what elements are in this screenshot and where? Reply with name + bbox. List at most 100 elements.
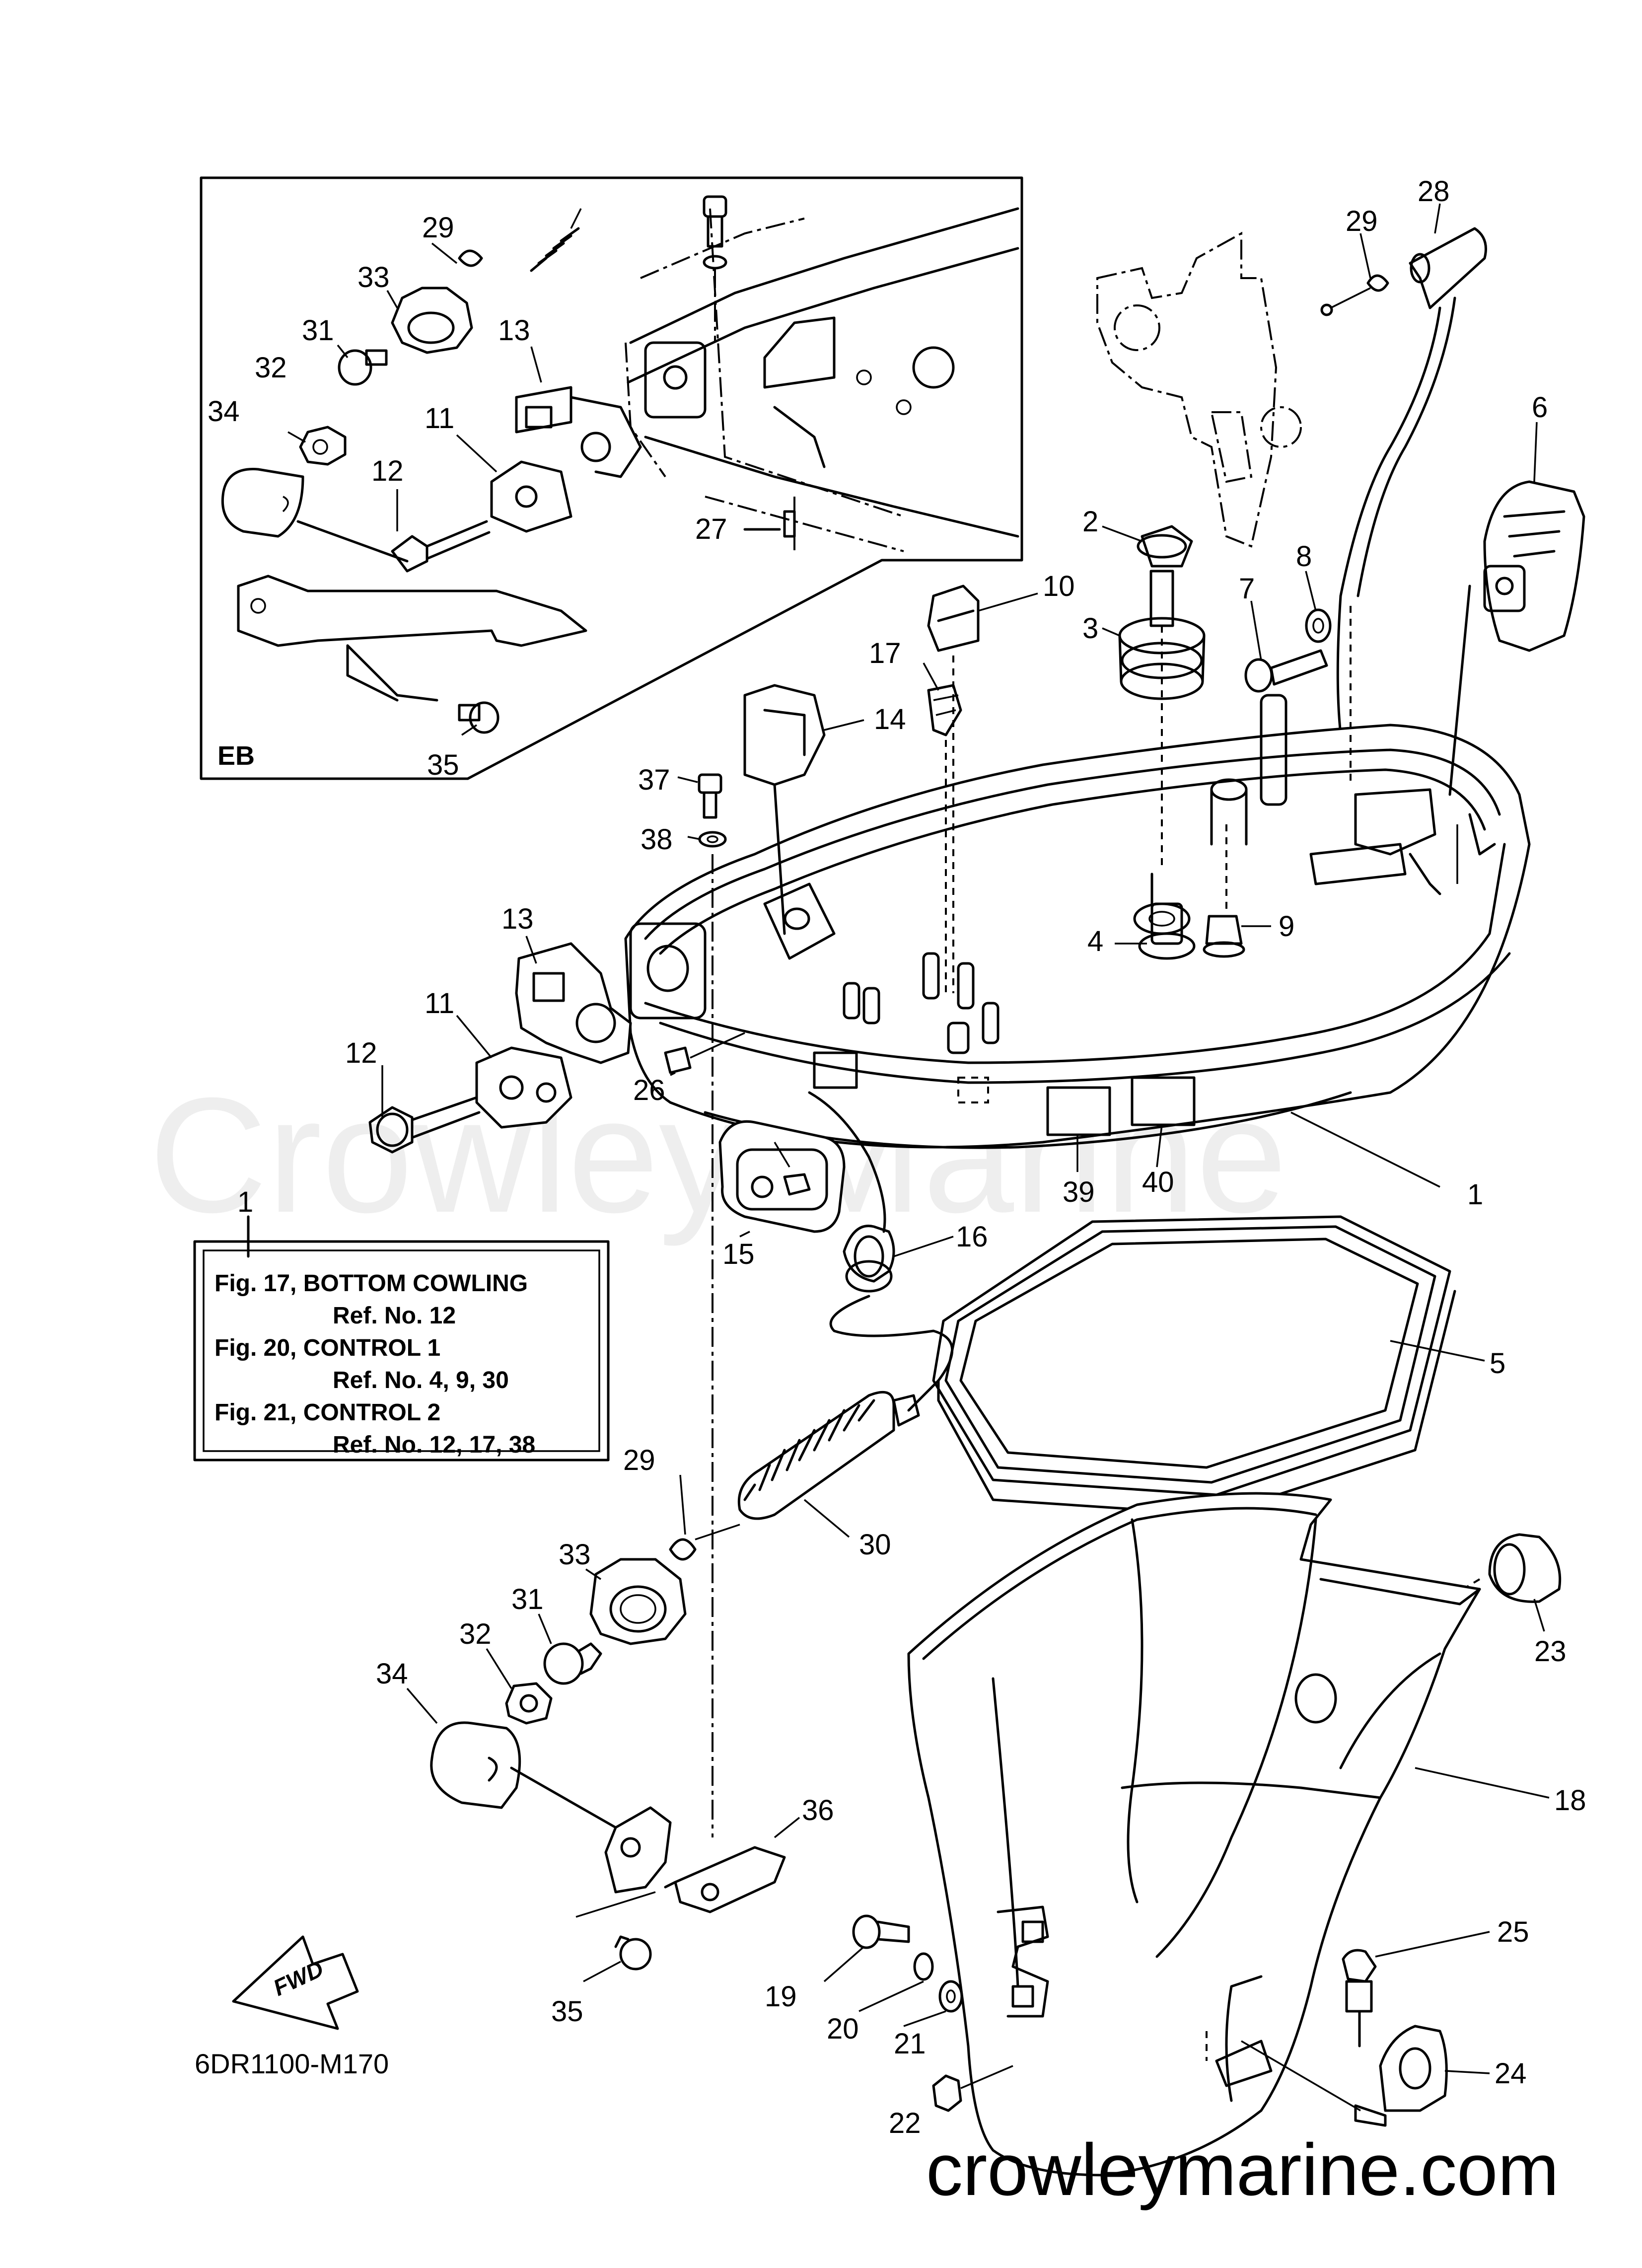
part-11 [475,1046,572,1129]
callout-labels: 28 29 6 2 8 7 3 10 17 14 37 38 13 11 12 … [345,175,1586,2139]
cable-upper [808,1091,886,1233]
part-30-boot [737,1390,920,1520]
inset-part-31 [338,349,388,386]
callout-26: 26 [633,1074,665,1106]
part-13 [515,942,632,1064]
part-33-nut [589,1558,687,1645]
note-line-5: Fig. 21, CONTROL 2 [214,1399,440,1426]
note-line-1: Fig. 17, BOTTOM COWLING [214,1270,528,1297]
callout-22: 22 [889,2107,921,2139]
callout-24: 24 [1495,2057,1527,2090]
callout-16: 16 [956,1221,988,1253]
inset-part-12 [391,520,491,573]
inset-callout-29: 29 [422,212,454,244]
callout-9: 9 [1279,910,1294,943]
part-24-clip [1241,2025,1448,2127]
callout-18: 18 [1554,1784,1586,1817]
callout-40: 40 [1142,1166,1174,1198]
callout-21: 21 [894,2028,926,2060]
inset-callout-27: 27 [695,513,727,545]
part-31-bolt [543,1642,602,1685]
callout-8: 8 [1296,540,1312,573]
inset-part-11 [490,460,572,533]
part-37-bolt [698,773,722,819]
callout-7: 7 [1239,573,1255,605]
inset-part-32 [299,426,347,466]
inset-bracket-36 [237,575,587,702]
callout-19: 19 [765,1980,797,2013]
note-line-3: Fig. 20, CONTROL 1 [214,1335,440,1361]
callout-30: 30 [859,1529,891,1561]
callout-20: 20 [827,2013,859,2045]
inset-part-34 [221,468,409,563]
callout-note-1: 1 [237,1186,253,1218]
callout-25: 25 [1497,1916,1529,1948]
callout-10: 10 [1043,570,1075,602]
callout-35: 35 [551,1995,583,2028]
part-12-bolt [368,1096,481,1154]
callout-36: 36 [802,1794,834,1827]
callout-3: 3 [1082,612,1098,645]
callout-12: 12 [345,1037,377,1069]
part-21-washer [938,1980,963,2013]
part-5-seal [932,1215,1456,1516]
callout-5: 5 [1490,1347,1505,1380]
part-35-bolt [583,1935,652,1982]
part-19-bolt [852,1914,910,1949]
part-6-bracket [1448,480,1585,796]
part-16-grommet [843,1225,895,1293]
note-line-6: Ref. No. 12, 17, 38 [333,1432,535,1458]
inset-callout-32: 32 [255,352,287,384]
fwd-arrow: FWD [232,1935,359,2030]
inset-bolt [703,195,727,343]
cable [829,1295,954,1412]
inset-cowling-drawing [625,207,1019,552]
inset-callout-12: 12 [371,455,404,487]
eb-inset: EB [200,176,1023,781]
callout-15: 15 [722,1238,755,1270]
leader-lines [381,203,1550,2074]
diagram-code: 6DR1100-M170 [195,2048,389,2079]
note-line-4: Ref. No. 4, 9, 30 [333,1367,509,1393]
callout-38: 38 [641,823,673,856]
part-8-washer [1305,606,1352,785]
callout-6: 6 [1532,391,1548,424]
callout-34: 34 [376,1658,408,1690]
callout-31: 31 [511,1583,544,1615]
part-15-plate [718,1120,846,1233]
inset-spring [530,208,582,272]
part-26 [664,1032,745,1074]
part-17 [927,684,962,993]
inset-callout-11: 11 [425,402,454,435]
inset-part-13 [515,386,642,478]
note-box: Fig. 17, BOTTOM COWLING Ref. No. 12 Fig.… [193,1215,610,1462]
inset-part-29 [458,249,483,267]
callout-23: 23 [1534,1635,1567,1668]
part-14 [743,684,826,935]
callout-29-lower: 29 [623,1444,655,1476]
callout-4: 4 [1087,925,1103,957]
callout-29: 29 [1346,205,1378,237]
callout-11: 11 [425,987,454,1020]
callout-14: 14 [874,703,906,735]
inset-callout-35: 35 [427,749,459,781]
callout-1: 1 [1467,1178,1483,1211]
bottom-cowling [624,694,1531,1149]
inset-callout-33: 33 [357,261,390,293]
callout-37: 37 [638,764,670,796]
inset-callout-31: 31 [302,314,334,347]
callout-2: 2 [1082,506,1098,538]
part-29-clip [669,1524,740,1561]
steering-bracket-drawing [1096,231,1302,548]
part-25-screw [1342,1949,1377,2048]
inset-leaders [287,242,780,736]
part-34-cover [430,1721,617,1829]
callout-28: 28 [1418,175,1450,208]
callout-39: 39 [1063,1176,1095,1208]
callout-33: 33 [559,1538,591,1571]
callout-32: 32 [459,1618,492,1650]
note-line-2: Ref. No. 12 [333,1303,456,1329]
website-url: crowleymarine.com [926,2129,1559,2211]
part-20-washer [913,1952,934,1981]
